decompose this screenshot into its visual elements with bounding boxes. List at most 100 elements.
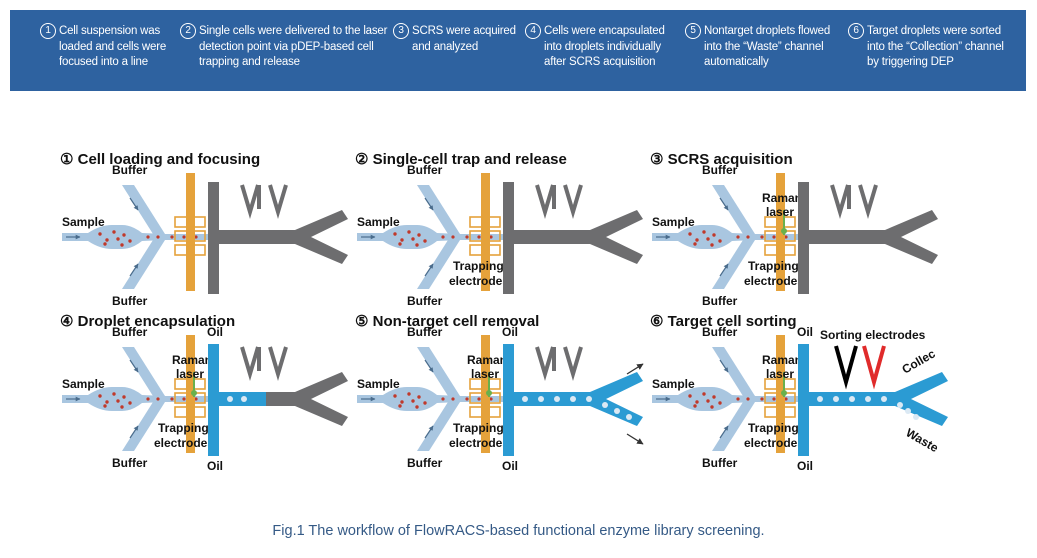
trapping-electrodes-label: Trapping xyxy=(453,421,504,435)
buffer-flow-arrow-top xyxy=(129,359,139,373)
raman-laser-label: Raman xyxy=(172,353,212,367)
cell xyxy=(718,401,722,405)
step-number-badge: 1 xyxy=(40,23,56,39)
step-text-line: detection point via pDEP-based cell xyxy=(199,40,374,53)
sorting-electrode-stem xyxy=(552,185,556,209)
cell xyxy=(702,392,706,396)
cell xyxy=(112,392,116,396)
cell xyxy=(417,395,421,399)
sample-channel xyxy=(652,225,755,249)
cell xyxy=(736,235,740,239)
electrode-finger xyxy=(174,216,206,228)
step-text-line: Target droplets were sorted xyxy=(867,25,1001,37)
buffer-top-label: Buffer xyxy=(702,163,738,177)
cell xyxy=(393,394,397,398)
buffer-flow-arrow-top xyxy=(424,197,434,211)
buffer-channel-top xyxy=(417,347,460,396)
sample-channel xyxy=(357,225,460,249)
buffer-bottom-label: Buffer xyxy=(702,456,738,470)
cell xyxy=(105,238,109,242)
cell xyxy=(415,243,419,247)
trapping-electrodes-label: Trapping xyxy=(748,259,799,273)
outlet-split xyxy=(295,210,348,264)
cell xyxy=(194,397,198,401)
buffer-bottom-label: Buffer xyxy=(702,294,738,308)
sample-label: Sample xyxy=(357,377,400,391)
cell xyxy=(772,397,776,401)
cell xyxy=(784,235,788,239)
step-text-line: and analyzed xyxy=(412,40,479,53)
cell xyxy=(116,237,120,241)
sorting-electrode xyxy=(858,184,878,220)
sample-channel xyxy=(652,387,755,411)
oil-top-label: Oil xyxy=(797,325,813,339)
cell xyxy=(170,397,174,401)
cell xyxy=(746,235,750,239)
electrode-bar xyxy=(481,173,490,291)
cell xyxy=(400,238,404,242)
step-text-line: by triggering DEP xyxy=(867,56,954,68)
cell xyxy=(451,235,455,239)
step-text: Single cells were delivered to the laser… xyxy=(199,24,387,71)
cell xyxy=(98,394,102,398)
buffer-channel-bottom xyxy=(122,402,165,451)
cell xyxy=(477,235,481,239)
buffer-top-label: Buffer xyxy=(702,325,738,339)
droplet-channel-gray xyxy=(266,392,295,406)
sorting-electrode xyxy=(563,346,583,382)
cell xyxy=(393,232,397,236)
droplet xyxy=(227,396,233,402)
cell xyxy=(116,399,120,403)
electrode-finger xyxy=(764,378,796,390)
buffer-channel-bottom xyxy=(712,240,755,289)
trapping-electrodes-label: Trapping xyxy=(453,259,504,273)
oil-bottom-label: Oil xyxy=(797,459,813,473)
cell xyxy=(441,397,445,401)
panel-4: ④ Droplet encapsulationBufferBufferSampl… xyxy=(60,313,348,473)
cell xyxy=(693,404,697,408)
cell xyxy=(194,235,198,239)
trapping-electrodes-label: electrodes xyxy=(449,436,509,450)
cell xyxy=(146,235,150,239)
outlet-split xyxy=(895,372,948,426)
raman-laser-label: Raman xyxy=(762,191,802,205)
cell xyxy=(156,397,160,401)
buffer-flow-arrow-top xyxy=(129,197,139,211)
electrode-finger xyxy=(764,230,796,242)
cell xyxy=(128,401,132,405)
step-number-badge: 2 xyxy=(180,23,196,39)
sorting-electrode-red xyxy=(862,345,886,390)
buffer-flow-arrow-bottom xyxy=(424,425,434,439)
sorting-electrode xyxy=(535,346,555,382)
cell xyxy=(170,235,174,239)
step-number-badge: 3 xyxy=(393,23,409,39)
buffer-channel-bottom xyxy=(122,240,165,289)
electrode-bar xyxy=(186,173,195,291)
cell xyxy=(706,237,710,241)
cell xyxy=(746,397,750,401)
cell xyxy=(423,239,427,243)
buffer-flow-arrow-bottom xyxy=(424,263,434,277)
step-text-line: Cell suspension was xyxy=(59,25,161,37)
cell xyxy=(400,400,404,404)
buffer-flow-arrow-bottom xyxy=(129,425,139,439)
electrode-bar xyxy=(186,335,195,453)
step-text-line: focused into a line xyxy=(59,56,148,68)
panel-3: ③ SCRS acquisitionBufferBufferSampleRama… xyxy=(650,151,938,308)
cell xyxy=(451,397,455,401)
step-text-line: automatically xyxy=(704,56,769,68)
electrode-finger xyxy=(174,392,206,404)
raman-laser-spot xyxy=(486,390,492,396)
sorting-electrode xyxy=(240,184,260,220)
droplet xyxy=(538,396,544,402)
collection-label: Collec xyxy=(900,346,938,376)
droplet xyxy=(849,396,855,402)
buffer-flow-arrow-top xyxy=(719,197,729,211)
cell xyxy=(688,232,692,236)
buffer-bottom-label: Buffer xyxy=(112,294,148,308)
sample-label: Sample xyxy=(652,377,695,391)
cell xyxy=(688,394,692,398)
step-text-line: SCRS were acquired xyxy=(412,25,516,37)
